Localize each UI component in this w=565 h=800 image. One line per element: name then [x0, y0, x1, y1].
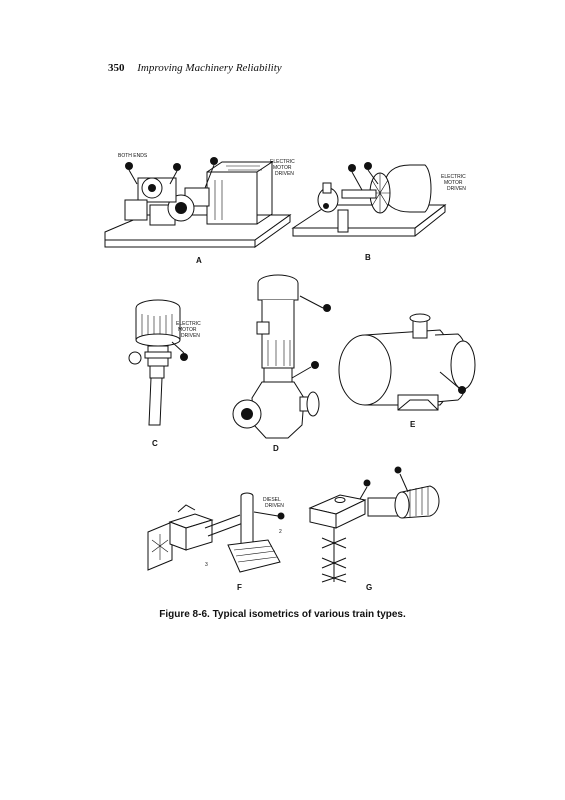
- panel-d-letter: D: [273, 444, 279, 453]
- panel-a-label-both-ends: BOTH ENDS: [118, 153, 148, 159]
- running-header: 350 Improving Machinery Reliability: [108, 62, 282, 74]
- panel-e-letter: E: [410, 420, 416, 429]
- panel-g-drawing: [308, 466, 440, 583]
- panel-f-letter: F: [237, 583, 242, 592]
- panel-c-label-line2: MOTOR: [178, 327, 197, 333]
- panel-b-letter: B: [365, 253, 371, 262]
- panel-a-label-line2: MOTOR: [273, 165, 292, 171]
- panel-c-label-line1: ELECTRIC: [176, 321, 201, 327]
- panel-b-label-line1: ELECTRIC: [441, 174, 466, 180]
- panel-b-drawing: [291, 162, 447, 237]
- panel-c-label-line3: DRIVEN: [181, 333, 200, 339]
- panel-f-label-callout-2: 2: [279, 529, 282, 535]
- figure-caption: Figure 8-6. Typical isometrics of variou…: [159, 609, 406, 620]
- panel-e-drawing: [338, 313, 476, 411]
- panel-a-label-line1: ELECTRIC: [270, 159, 295, 165]
- panel-f-label-line1: DIESEL: [263, 497, 281, 503]
- panel-g-letter: G: [366, 583, 372, 592]
- panel-f-label-callout-3: 3: [205, 562, 208, 568]
- panel-a-label-line3: DRIVEN: [275, 171, 294, 177]
- panel-c-letter: C: [152, 439, 158, 448]
- panel-a-drawing: [104, 157, 292, 248]
- panel-f-label-line2: DRIVEN: [265, 503, 284, 509]
- panel-a-letter: A: [196, 256, 202, 265]
- running-title: Improving Machinery Reliability: [137, 62, 282, 74]
- panel-c-drawing: [128, 299, 188, 426]
- page-number: 350: [108, 62, 125, 74]
- panel-b-label-line3: DRIVEN: [447, 186, 466, 192]
- panel-b-label-line2: MOTOR: [444, 180, 463, 186]
- panel-f-drawing: [147, 492, 285, 573]
- panel-d-drawing: [232, 274, 331, 439]
